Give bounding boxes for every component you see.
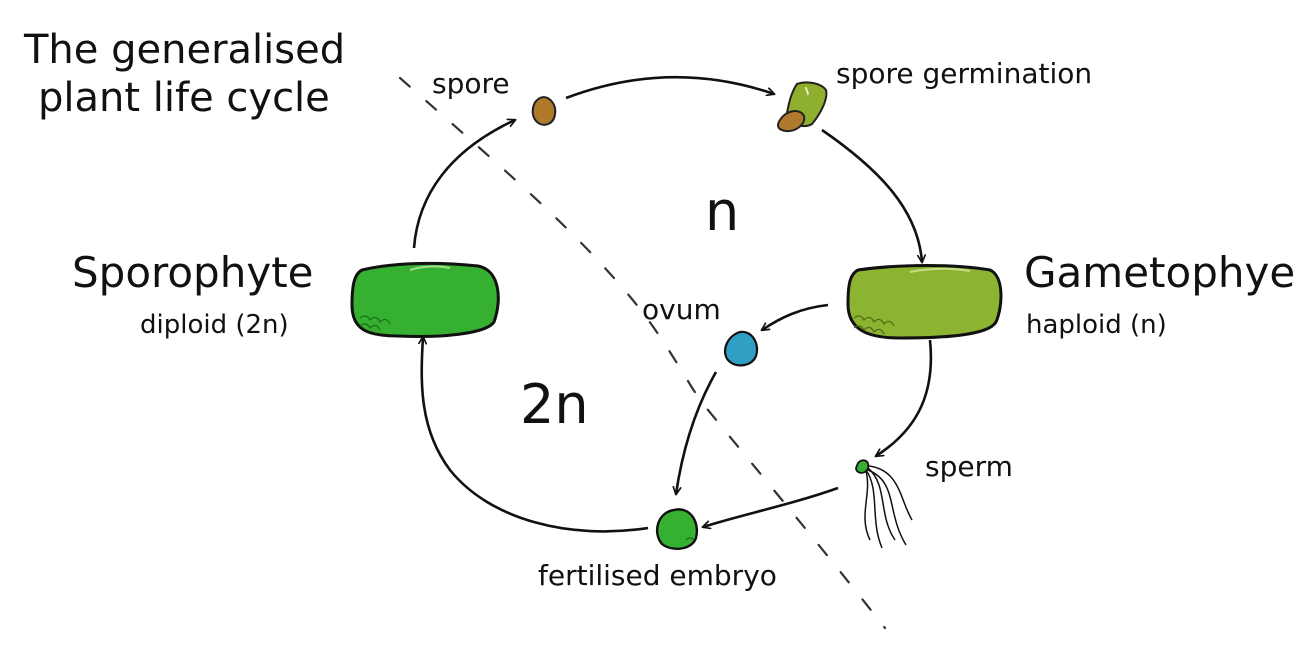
label-ovum: ovum [642,293,721,326]
label-fertilised-embryo: fertilised embryo [538,559,777,592]
sperm-icon [855,459,913,549]
label-sporophyte-ploidy: diploid (2n) [140,310,289,340]
fertilised-embryo-icon [655,508,699,550]
arrow-germination-to-gametophyte [821,128,922,262]
arrow-gametophyte-to-ovum [762,303,829,330]
gametophyte-icon [846,264,1003,340]
ploidy-boundary-line [398,76,887,630]
arrow-spore-to-germination [565,75,774,100]
label-sporophyte: Sporophyte [72,248,314,297]
title-line-2: plant life cycle [38,75,330,121]
diagram-title: The generalised plant life cycle [24,26,345,122]
ovum-icon [723,330,759,367]
arrow-embryo-to-sporophyte [422,337,649,533]
arrow-ovum-to-embryo [676,371,718,494]
label-spore: spore [432,67,510,100]
region-haploid-label: n [705,180,740,243]
arrow-gametophyte-to-sperm [876,339,933,456]
region-diploid-label: 2n [520,373,589,436]
title-line-1: The generalised [24,27,346,73]
spore-icon [531,96,557,126]
spore-germination-icon [777,81,828,133]
label-gametophyte-ploidy: haploid (n) [1026,310,1167,340]
label-spore-germination: spore germination [836,57,1093,90]
label-sperm: sperm [925,450,1013,483]
arrow-sporophyte-to-spore [412,120,515,249]
label-gametophyte: Gametophye [1024,248,1296,297]
arrow-sperm-to-embryo [703,486,839,527]
sporophyte-icon [350,261,500,338]
